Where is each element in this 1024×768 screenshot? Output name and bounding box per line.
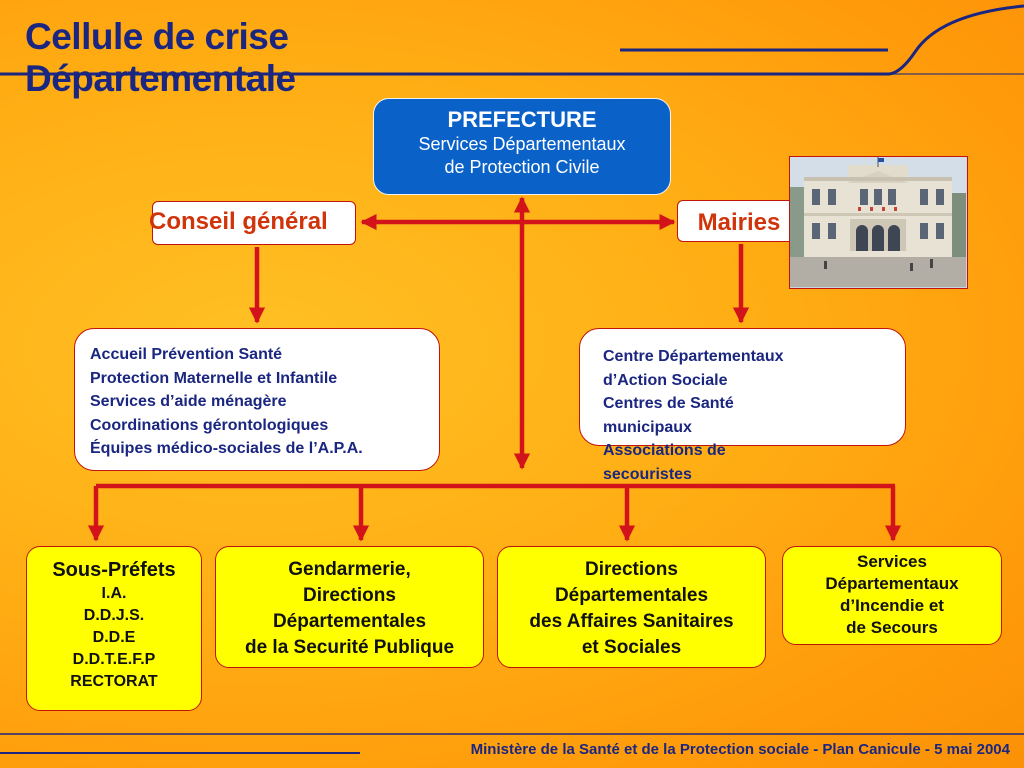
sous-prefets-line: I.A. xyxy=(101,585,127,602)
mairies-box: Mairies xyxy=(677,200,801,242)
gendarmerie-box: Gendarmerie, Directions Départementales … xyxy=(215,546,484,668)
conseil-service-item: Coordinations gérontologiques xyxy=(90,416,329,434)
conseil-service-item: Équipes médico-sociales de l’A.P.A. xyxy=(90,440,363,457)
sous-prefets-title: Sous-Préfets xyxy=(52,559,176,581)
sdis-line: de Secours xyxy=(846,618,938,637)
sous-prefets-line: D.D.J.S. xyxy=(83,607,145,624)
prefecture-sub-2: de Protection Civile xyxy=(444,157,600,177)
gendarmerie-line: Départementales xyxy=(272,611,427,632)
conseil-service-item: Accueil Prévention Santé xyxy=(90,346,283,363)
prefecture-title: PREFECTURE xyxy=(447,107,597,132)
mairies-service-item: Centre Départementaux xyxy=(603,348,784,365)
directions-line: Départementales xyxy=(554,585,709,606)
conseil-general-box: Conseil général xyxy=(149,201,356,245)
mairies-service-item: municipaux xyxy=(603,418,692,436)
sdis-box: Services Départementaux d’Incendie et de… xyxy=(782,546,1002,645)
sous-prefets-line: RECTORAT xyxy=(70,673,158,690)
town-hall-image xyxy=(790,157,966,287)
footer-text: Ministère de la Santé et de la Protectio… xyxy=(470,741,1010,758)
sous-prefets-line: D.D.E xyxy=(92,629,136,646)
directions-line: des Affaires Sanitaires xyxy=(529,611,734,632)
town-hall-photo xyxy=(789,156,968,289)
mairies-service-item: secouristes xyxy=(603,465,692,483)
conseil-service-item: Services d’aide ménagère xyxy=(90,393,287,410)
mairies-service-item: d’Action Sociale xyxy=(603,371,728,389)
mairies-services-box: Centre Départementaux d’Action Sociale C… xyxy=(579,328,906,483)
sous-prefets-line: D.D.T.E.F.P xyxy=(72,651,156,668)
title-line-2: Départementale xyxy=(25,58,296,99)
sdis-line: Départementaux xyxy=(825,574,959,593)
page-title: Cellule de crise Départementale xyxy=(25,16,296,100)
directions-line: et Sociales xyxy=(581,637,682,658)
sdis-line: Services xyxy=(857,552,927,571)
prefecture-sub-1: Services Départementaux xyxy=(418,134,626,154)
conseil-general-label: Conseil général xyxy=(149,208,328,235)
mairies-service-item: Associations de xyxy=(603,442,726,459)
mairies-service-item: Centres de Santé xyxy=(603,395,734,412)
gendarmerie-line: Gendarmerie, xyxy=(288,559,411,580)
conseil-service-item: Protection Maternelle et Infantile xyxy=(90,369,338,387)
directions-sanitaires-box: Directions Départementales des Affaires … xyxy=(497,546,766,668)
conseil-services-box: Accueil Prévention Santé Protection Mate… xyxy=(74,328,440,471)
title-line-1: Cellule de crise xyxy=(25,16,289,57)
directions-line: Directions xyxy=(585,559,678,580)
sdis-line: d’Incendie et xyxy=(840,596,944,615)
mairies-label: Mairies xyxy=(697,209,781,236)
gendarmerie-line: de la Securité Publique xyxy=(244,637,455,658)
sous-prefets-box: Sous-Préfets I.A. D.D.J.S. D.D.E D.D.T.E… xyxy=(26,546,202,711)
prefecture-box: PREFECTURE Services Départementaux de Pr… xyxy=(373,98,671,195)
gendarmerie-line: Directions xyxy=(303,585,396,606)
